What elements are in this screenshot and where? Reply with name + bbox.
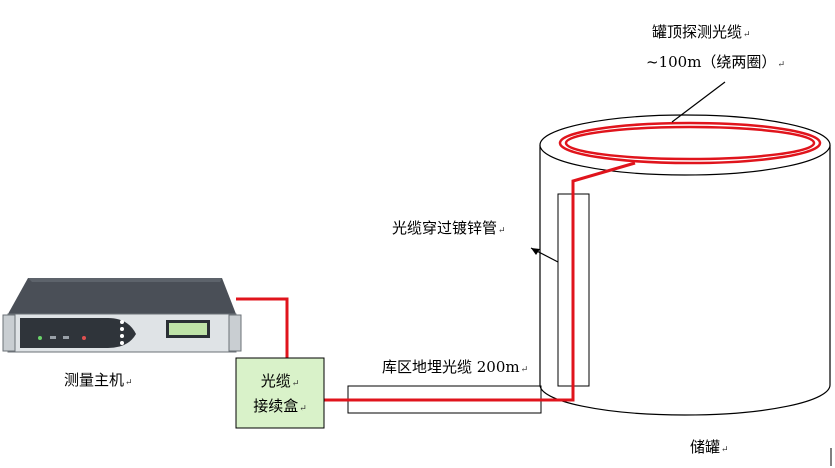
splice-box-text-line2: 接续盒 xyxy=(253,397,299,415)
splice-box xyxy=(235,357,325,429)
buried-cable-text: 库区地埋光缆 200m xyxy=(382,358,520,376)
tank-top-cable-label-line2: ~100m（绕两圈）↵ xyxy=(646,55,785,70)
fiber-cable-route xyxy=(324,161,636,402)
tank-label: 储罐↵ xyxy=(690,440,729,455)
splice-box-text-line1: 光缆 xyxy=(260,372,291,390)
pipe-arrow xyxy=(530,247,559,263)
tank-top-cable-loop-inner xyxy=(564,125,816,161)
rack-unit-device-icon xyxy=(2,278,242,353)
return-mark: ↵ xyxy=(743,30,751,40)
splice-box-label: 光缆↵ 接续盒↵ xyxy=(236,370,324,420)
host-text: 测量主机 xyxy=(64,371,125,389)
return-mark: ↵ xyxy=(125,378,133,388)
cable-through-pipe-label: 光缆穿过镀锌管↵ xyxy=(392,221,506,236)
tank-body xyxy=(539,145,831,416)
return-mark: ↵ xyxy=(299,404,307,414)
storage-tank xyxy=(539,114,831,416)
fiber-cable-host-link xyxy=(236,297,289,358)
tank-top-cable-loop-outer xyxy=(558,121,822,165)
tank-top-cable-arrow xyxy=(671,81,726,123)
tank-top-cable-label-line1: 罐顶探测光缆↵ xyxy=(652,25,751,40)
return-mark: ↵ xyxy=(520,365,529,375)
tank-top-cable-label-text: 罐顶探测光缆 xyxy=(652,23,743,41)
tank-text: 储罐 xyxy=(690,438,721,456)
tank-top-cable-length-text: ~100m（绕两圈） xyxy=(646,53,777,71)
buried-cable-label: 库区地埋光缆 200m↵ xyxy=(382,360,528,375)
return-mark: ↵ xyxy=(721,445,729,455)
return-mark: ↵ xyxy=(291,379,300,389)
cable-through-pipe-text: 光缆穿过镀锌管 xyxy=(392,219,498,237)
return-mark: ↵ xyxy=(777,60,785,70)
host-label: 测量主机↵ xyxy=(64,373,133,388)
return-mark: ↵ xyxy=(498,226,506,236)
